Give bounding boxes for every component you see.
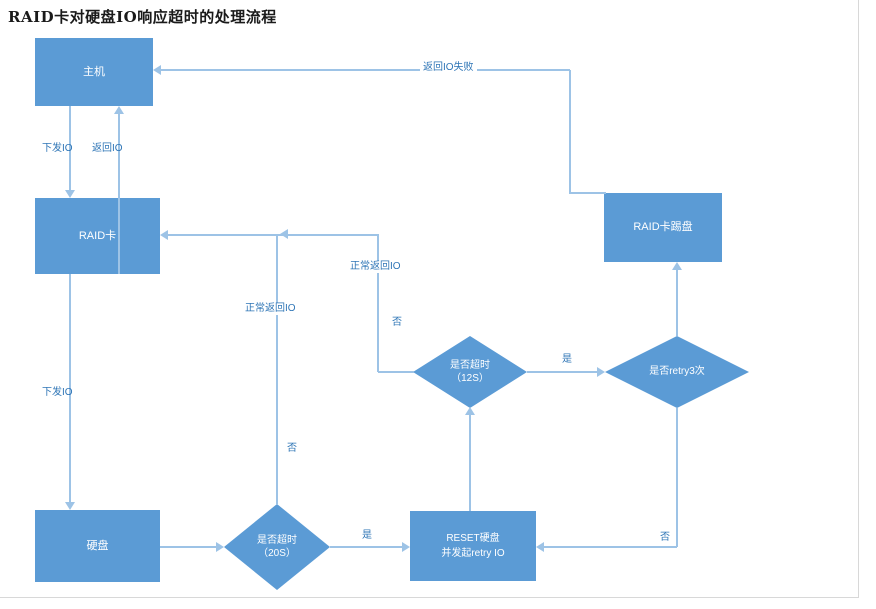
edge-retry3-yes-to-kick-arrow: [672, 262, 682, 270]
node-kick-disk-label: RAID卡踢盘: [633, 221, 693, 234]
node-raid-card-label: RAID卡: [78, 229, 117, 242]
edge-raid-to-host: [118, 113, 120, 274]
window-edge-bottom: [0, 597, 859, 598]
edge-kick-to-host-stub: [569, 192, 606, 194]
edge-label-yes-12s: 是: [562, 354, 572, 365]
node-reset-retry-line2: 并发起retry IO: [441, 548, 505, 559]
edge-timeout20-yes-to-reset: [330, 546, 403, 548]
edge-timeout12-no-junction-arrow: [280, 229, 288, 239]
edge-label-no-mid: 否: [392, 317, 402, 328]
edge-timeout12-yes-to-retry3-arrow: [597, 367, 605, 377]
edge-disk-to-timeout20: [160, 546, 218, 548]
edge-retry3-no-vertical: [676, 408, 678, 547]
edge-reset-to-timeout12-arrow: [465, 407, 475, 415]
decision-timeout-20s: 是否超时 （20S）: [224, 504, 330, 590]
decision-timeout-12s-line1: 是否超时: [450, 359, 490, 371]
page-title: RAID卡对硬盘IO响应超时的处理流程: [8, 8, 277, 26]
edge-timeout12-no-stub: [378, 371, 414, 373]
edge-retry3-no-horizontal: [544, 546, 677, 548]
node-host: 主机: [35, 38, 153, 106]
decision-timeout-20s-line1: 是否超时: [257, 534, 297, 546]
edge-raid-to-disk-arrow: [65, 502, 75, 510]
edge-timeout20-no-vertical: [276, 234, 278, 504]
decision-retry-3-times-label: 是否retry3次: [649, 366, 705, 378]
edge-retry3-no-to-reset-arrow: [536, 542, 544, 552]
edge-host-to-raid: [69, 106, 71, 191]
edge-raid-to-disk: [69, 274, 71, 503]
edge-label-yes-20s: 是: [362, 530, 372, 541]
decision-timeout-12s-line2: （12S）: [451, 373, 489, 384]
edge-timeout20-yes-to-reset-arrow: [402, 542, 410, 552]
edge-normal-return-horizontal: [168, 234, 378, 236]
edge-host-to-raid-arrow: [65, 190, 75, 198]
edge-timeout12-yes-to-retry3: [527, 371, 598, 373]
decision-retry-3-times: 是否retry3次: [605, 336, 749, 408]
edge-label-no-left: 否: [287, 443, 297, 454]
edge-kick-to-host-vertical: [569, 70, 571, 193]
edge-kick-to-host-horizontal: [161, 69, 570, 71]
edge-label-send-io-1: 下发IO: [42, 143, 73, 154]
edge-label-normal-return-mid: 正常返回IO: [347, 261, 404, 273]
edge-kick-to-host-arrow: [153, 65, 161, 75]
node-host-label: 主机: [83, 65, 105, 78]
edge-label-no-retry: 否: [657, 532, 673, 544]
node-kick-disk: RAID卡踢盘: [604, 193, 722, 262]
window-edge-right: [858, 0, 859, 598]
edge-reset-to-timeout12: [469, 415, 471, 511]
edge-timeout12-no-vertical: [377, 234, 379, 372]
edge-raid-to-host-arrow: [114, 106, 124, 114]
edge-label-return-io: 返回IO: [92, 143, 123, 154]
edge-normal-return-to-raid-arrow: [160, 230, 168, 240]
edge-retry3-yes-to-kick: [676, 270, 678, 336]
node-disk: 硬盘: [35, 510, 160, 582]
decision-timeout-12s: 是否超时 （12S）: [413, 336, 527, 408]
node-reset-retry: RESET硬盘 并发起retry IO: [410, 511, 536, 581]
edge-label-normal-return-left: 正常返回IO: [242, 303, 299, 315]
node-reset-retry-line1: RESET硬盘: [446, 533, 500, 544]
edge-disk-to-timeout20-arrow: [216, 542, 224, 552]
decision-timeout-20s-line2: （20S）: [258, 548, 296, 559]
edge-label-send-io-2: 下发IO: [42, 387, 73, 398]
node-raid-card: RAID卡: [35, 198, 160, 274]
node-disk-label: 硬盘: [86, 539, 109, 552]
edge-label-return-io-fail: 返回IO失败: [420, 62, 477, 74]
